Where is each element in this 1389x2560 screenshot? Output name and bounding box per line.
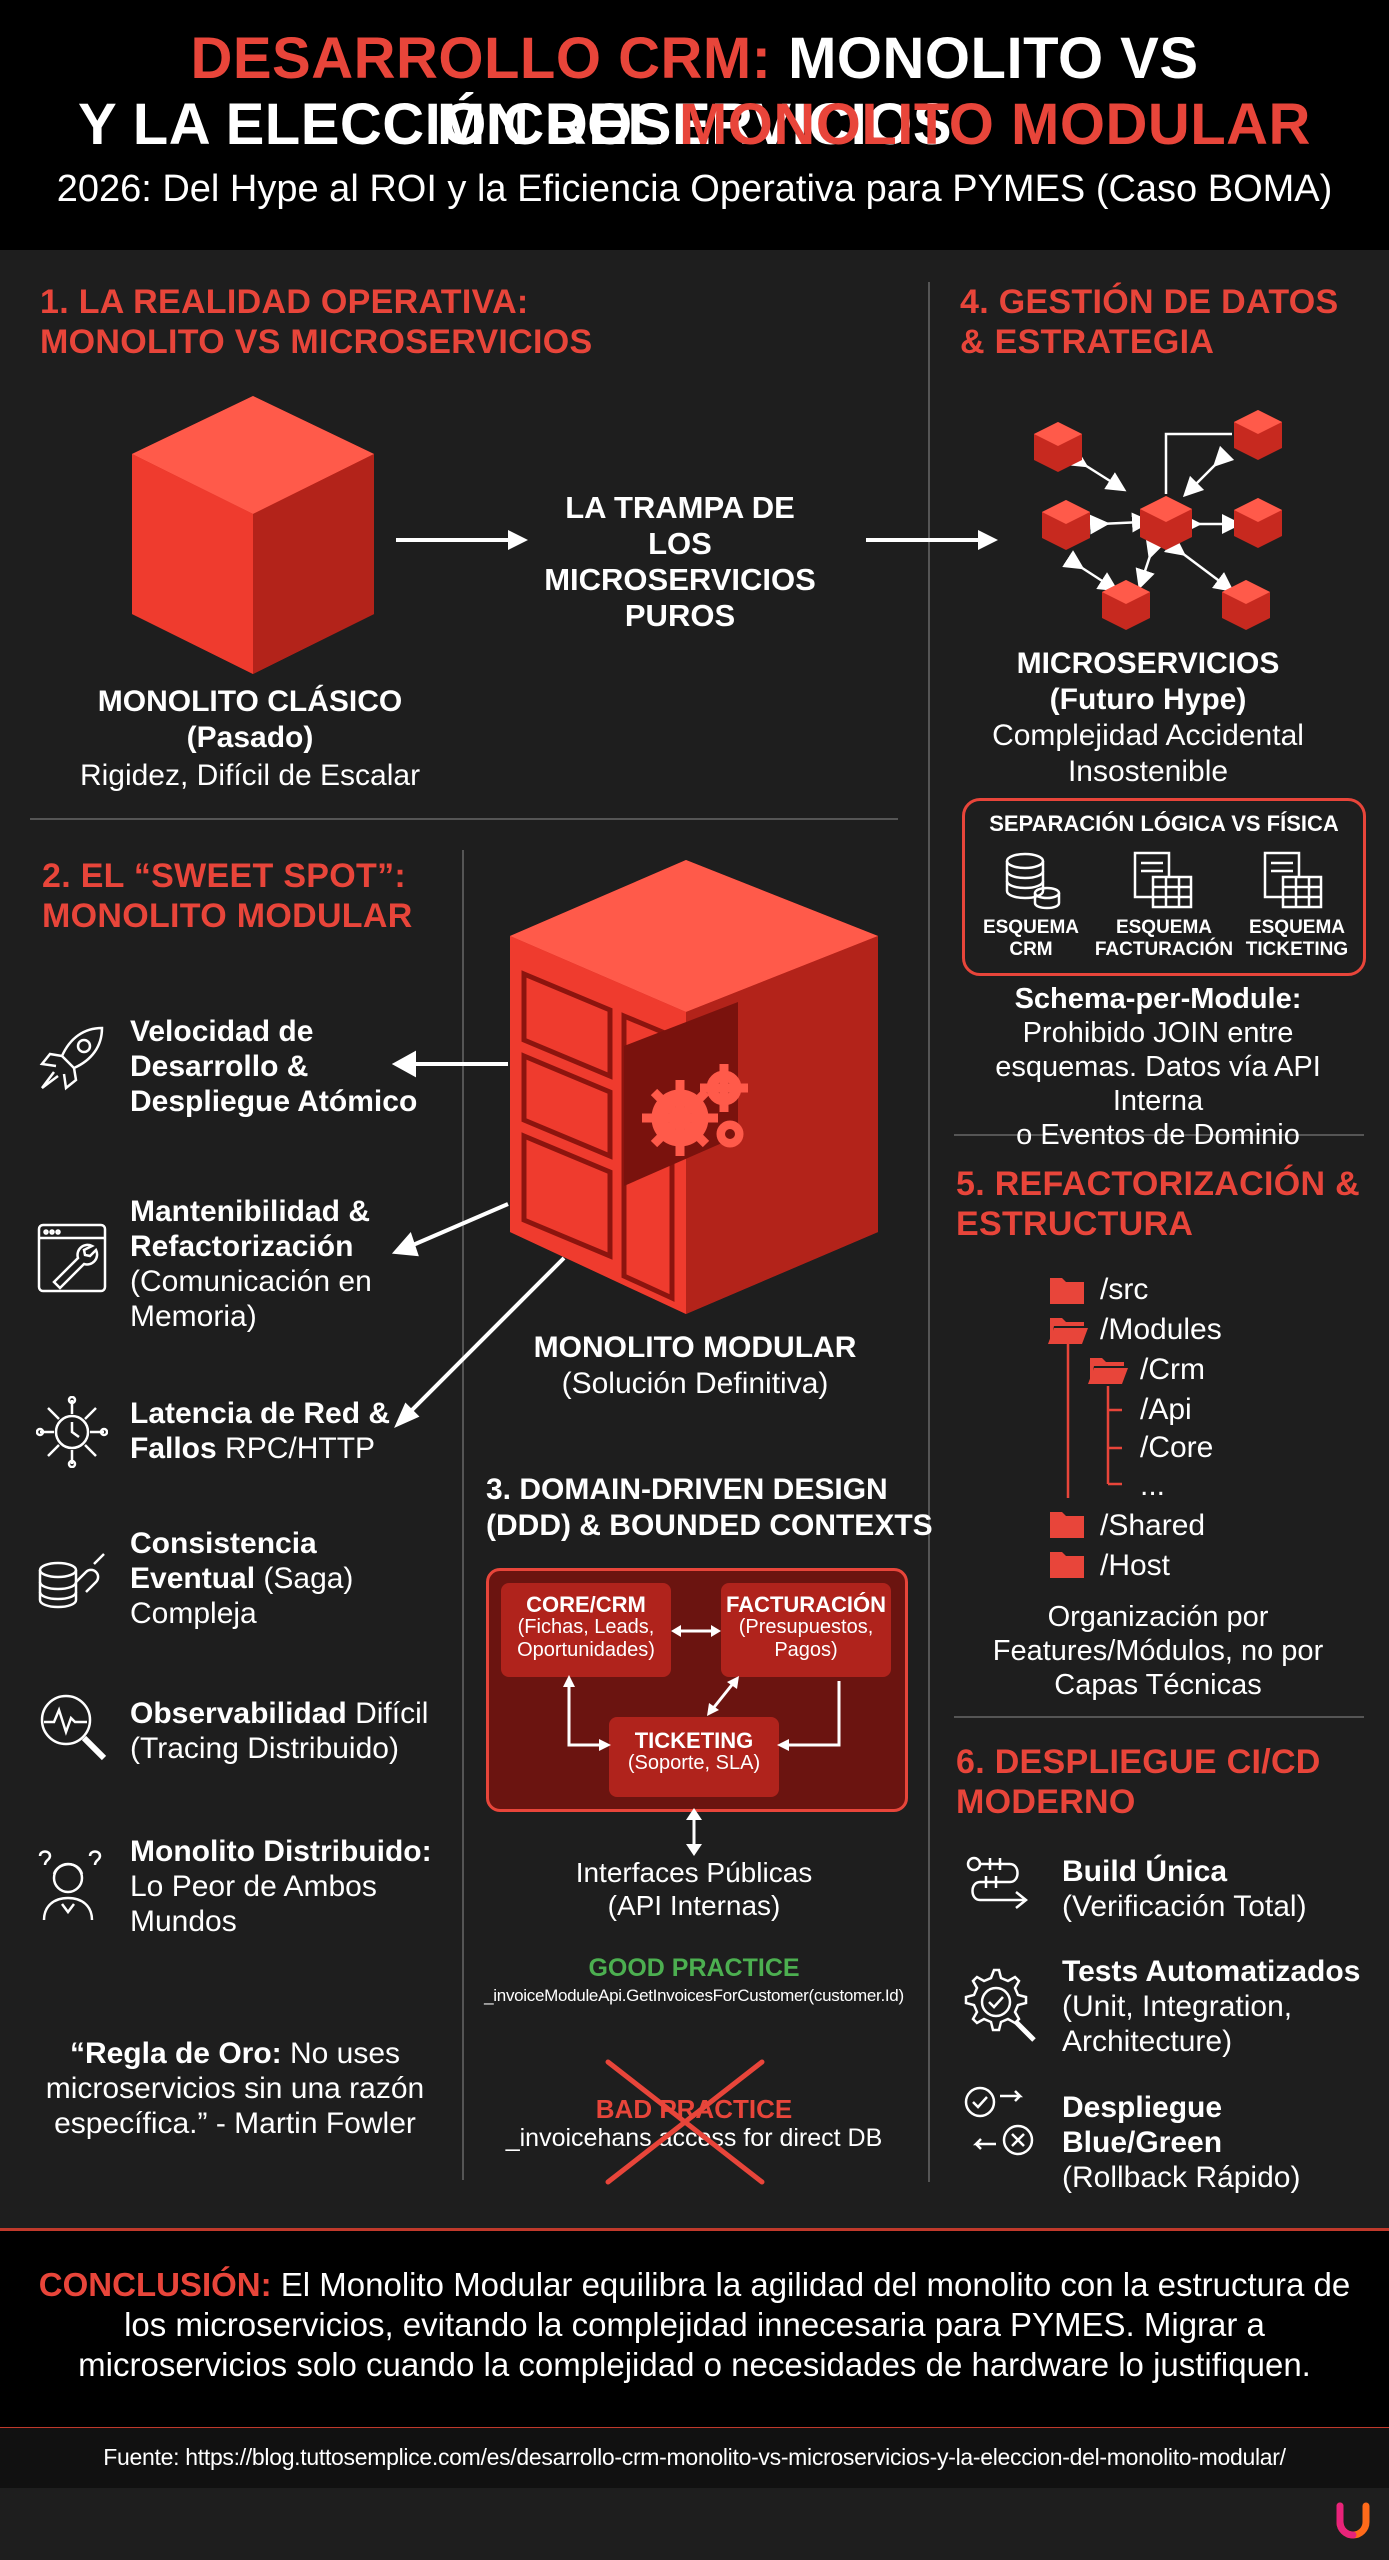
good-practice-label: GOOD PRACTICE [588, 1954, 800, 1982]
golden-rule-quote: “Regla de Oro: No uses microservicios si… [45, 2037, 425, 2140]
schema-per-module-text: Schema-per-Module: Prohibido JOIN entre … [995, 983, 1321, 1151]
structure-desc: Organización por Features/Módulos, no po… [992, 1601, 1324, 1701]
check-cross-switch-icon [964, 2086, 1034, 2156]
conclusion-text: CONCLUSIÓN: El Monolito Modular equilibr… [38, 2266, 1351, 2383]
folder-icon [1050, 1512, 1084, 1538]
observability-item-text: Observabilidad Difícil (Tracing Distribu… [130, 1697, 429, 1765]
network-clock-icon [36, 1396, 108, 1468]
core-crm-context: CORE/CRM (Fichas, Leads, Oportunidades) [501, 1583, 671, 1677]
schema-billing-label: ESQUEMA FACTURACIÓN [1094, 917, 1234, 960]
header: DESARROLLO CRM: MONOLITO VS MICROSERVICI… [0, 0, 1389, 250]
billing-context: FACTURACIÓN (Presupuestos, Pagos) [721, 1583, 891, 1677]
arrow-right-icon [396, 530, 528, 550]
magnifier-pulse-icon [40, 1694, 107, 1761]
section2-title: 2. EL “SWEET SPOT”: MONOLITO MODULAR [42, 857, 413, 935]
classic-monolith-label: MONOLITO CLÁSICO (Pasado) [97, 685, 403, 754]
distributed-monolith-item-text: Monolito Distribuido: Lo Peor de Ambos M… [130, 1835, 432, 1938]
tree-api: /Api [1140, 1393, 1192, 1426]
tree-ellipsis: ... [1140, 1469, 1166, 1502]
rocket-icon [39, 1026, 104, 1091]
consistency-item-text: Consistencia Eventual (Saga) Compleja [130, 1527, 354, 1630]
document-table-icon [1263, 851, 1323, 909]
bidirectional-arrow-icon [686, 1808, 702, 1856]
main-column-divider [928, 282, 930, 2182]
gear-check-icon [964, 1968, 1036, 2042]
bad-practice-label: BAD PRACTICE [595, 2094, 793, 2124]
classic-monolith-cube-icon [132, 396, 374, 674]
folder-tree-lines [1048, 1278, 1128, 1578]
microservices-label: MICROSERVICIOS (Futuro Hype) [1016, 647, 1280, 716]
bounded-contexts-box: CORE/CRM (Fichas, Leads, Oportunidades) … [486, 1568, 908, 1812]
tree-modules: /Modules [1100, 1313, 1222, 1346]
folder-icon [1050, 1552, 1084, 1578]
document-table-icon [1133, 851, 1193, 909]
tree-shared: /Shared [1100, 1509, 1206, 1542]
tests-item-text: Tests Automatizados (Unit, Integration, … [1062, 1955, 1361, 2058]
microservices-network-icon [1034, 410, 1282, 630]
source-link[interactable]: Fuente: https://blog.tuttosemplice.com/e… [103, 2444, 1286, 2470]
confused-person-icon [38, 1850, 102, 1921]
section1-divider [30, 818, 898, 820]
database-icon [1005, 852, 1061, 910]
tree-host: /Host [1100, 1549, 1171, 1582]
tree-crm: /Crm [1140, 1353, 1205, 1386]
tree-src: /src [1100, 1273, 1149, 1306]
footer: Fuente: https://blog.tuttosemplice.com/e… [0, 2428, 1389, 2488]
section5-divider [954, 1716, 1364, 1718]
section2-divider [462, 850, 464, 2180]
speed-item-text: Velocidad de Desarrollo & Despliegue Ató… [130, 1015, 418, 1118]
section1-title: 1. LA REALIDAD OPERATIVA: MONOLITO VS MI… [40, 283, 593, 361]
section3-title: 3. DOMAIN-DRIVEN DESIGN (DDD) & BOUNDED … [486, 1473, 933, 1542]
schema-separation-box: SEPARACIÓN LÓGICA VS FÍSICA ESQUE [962, 798, 1366, 976]
schema-box-title: SEPARACIÓN LÓGICA VS FÍSICA [989, 811, 1339, 836]
schema-ticketing-label: ESQUEMA TICKETING [1245, 917, 1349, 960]
public-interfaces-label: Interfaces Públicas (API Internas) [575, 1857, 813, 1921]
modular-monolith-cube-icon [510, 860, 878, 1314]
latency-item-text: Latencia de Red & Fallos RPC/HTTP [130, 1397, 391, 1465]
subtitle: 2026: Del Hype al ROI y la Eficiencia Op… [56, 168, 1333, 210]
section6-title: 6. DESPLIEGUE CI/CD MODERNO [956, 1743, 1321, 1821]
folder-open-icon [1088, 1358, 1128, 1384]
section4-title: 4. GESTIÓN DE DATOS & ESTRATEGIA [960, 283, 1339, 361]
schema-crm-label: ESQUEMA CRM [982, 917, 1080, 960]
pointer-arrows [392, 1050, 566, 1428]
good-practice-code: _invoiceModuleApi.GetInvoicesForCustomer… [484, 1986, 904, 2005]
tree-core: /Core [1140, 1431, 1214, 1464]
ticketing-context: TICKETING (Soporte, SLA) [609, 1717, 779, 1797]
conclusion-banner: CONCLUSIÓN: El Monolito Modular equilibr… [0, 2228, 1389, 2430]
cross-mark-icon [605, 2059, 765, 2185]
arrow-right-icon [866, 530, 998, 550]
classic-monolith-desc: Rigidez, Difícil de Escalar [79, 759, 421, 792]
microservices-desc: Complejidad Accidental Insostenible [992, 719, 1304, 788]
modular-monolith-label: MONOLITO MODULAR (Solución Definitiva) [533, 1331, 857, 1400]
microservices-trap-label: LA TRAMPA DE LOS MICROSERVICIOS PUROS [544, 490, 816, 633]
section5-title: 5. REFACTORIZACIÓN & ESTRUCTURA [956, 1165, 1360, 1243]
title-line-2: Y LA ELECCIÓN DEL MONOLITO MODULAR [78, 92, 1311, 157]
folder-icon [1050, 1278, 1084, 1304]
context-arrows [563, 1625, 841, 1751]
deploy-item-text: Despliegue Blue/Green (Rollback Rápido) [1062, 2091, 1301, 2194]
wrench-window-icon [37, 1223, 107, 1293]
maintainability-item-text: Mantenibilidad & Refactorización (Comuni… [130, 1195, 372, 1333]
section4-divider [954, 1134, 1364, 1136]
database-link-icon [38, 1553, 105, 1609]
brand-logo-icon [1336, 2502, 1370, 2539]
folder-open-icon [1048, 1318, 1088, 1344]
build-item-text: Build Única (Verificación Total) [1062, 1855, 1307, 1923]
title-line-1: DESARROLLO CRM: MONOLITO VS MICROSERVICI… [190, 26, 1199, 157]
pipeline-icon [966, 1856, 1029, 1909]
